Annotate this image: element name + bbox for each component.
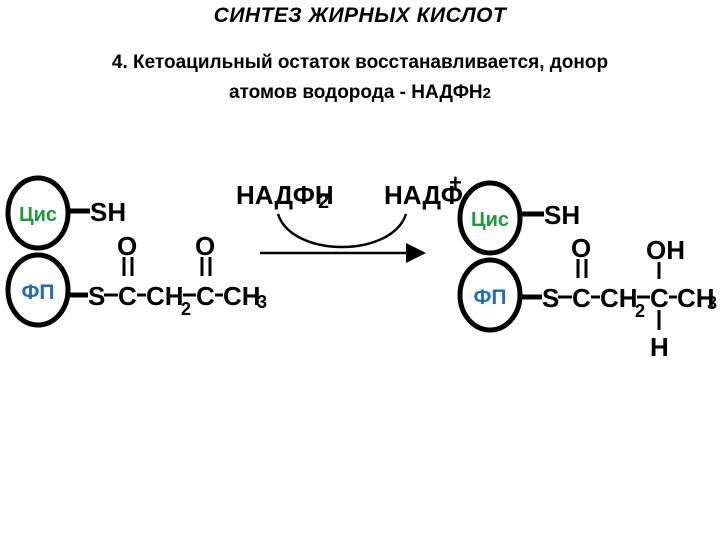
right-fp-label: ФП [473,286,506,309]
left-ch3: CH [223,281,261,311]
right-sh: SH [544,200,580,230]
left-o1: O [117,231,137,261]
step-line-1: 4. Кетоацильный остаток восстанавливаетс… [111,52,609,73]
right-ch: CH [600,283,638,313]
right-o1: O [571,233,591,263]
reaction-arrow-group: НАДФН 2 НАДФ + [236,170,463,263]
right-structure: Цис ФП SH S C O CH 2 C OH H CH 3 [457,180,717,362]
right-h: H [650,332,669,362]
left-fp-ellipse [5,252,71,328]
nadph-label: НАДФН [236,180,334,210]
right-s: S [542,283,559,313]
right-ch-sub: 2 [635,301,645,321]
cofactor-curve [276,213,408,249]
nadp-label: НАДФ [384,180,463,210]
slide-title: СИНТЕЗ ЖИРНЫХ КИСЛОТ [213,4,507,27]
nadp-sup: + [449,170,462,195]
right-oh: OH [646,235,685,265]
left-s: S [88,281,105,311]
left-c2: C [196,281,215,311]
right-c2: C [650,283,669,313]
left-c1: C [118,281,137,311]
left-sh: SH [90,197,126,227]
left-ch: CH [146,281,184,311]
step-line-2-sub: 2 [482,85,491,102]
right-ch3: CH [677,283,715,313]
step-line-2-main: атомов водорода - НАДФН [229,82,483,103]
nadph-sub: 2 [318,191,329,213]
left-cys-label: Цис [19,204,57,226]
right-ch3-sub: 3 [707,293,717,313]
left-o2: O [195,231,215,261]
right-cys-ellipse [457,180,523,256]
step-line-2: атомов водорода - НАДФН2 [20,78,700,109]
left-structure: Цис ФП SH S C O CH 2 C O CH 3 [5,175,267,328]
right-cys-label: Цис [471,209,509,231]
left-ch-sub: 2 [181,299,191,319]
step-description: 4. Кетоацильный остаток восстанавливаетс… [20,48,700,109]
right-c1: C [572,283,591,313]
left-ch3-sub: 3 [257,292,267,312]
left-fp-label: ФП [21,281,54,304]
